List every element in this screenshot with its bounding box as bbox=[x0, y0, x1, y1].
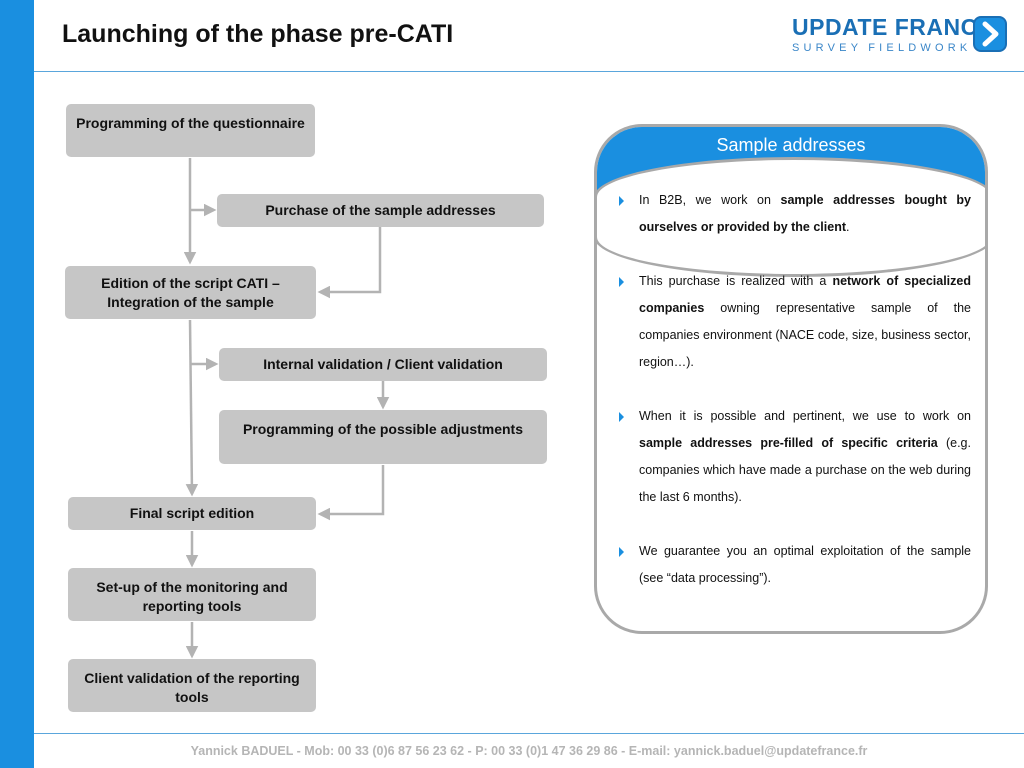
panel-bullet: We guarantee you an optimal exploitation… bbox=[615, 538, 971, 592]
page-title: Launching of the phase pre-CATI bbox=[62, 20, 454, 48]
panel-title: Sample addresses bbox=[716, 135, 866, 155]
logo-sub-word-2: FIELDWORK bbox=[868, 42, 972, 54]
flow-box-validation: Internal validation / Client validation bbox=[219, 348, 547, 381]
logo-sub-word-1: SURVEY bbox=[792, 42, 863, 54]
flow-box-final: Final script edition bbox=[68, 497, 316, 530]
flow-box-programming: Programming of the questionnaire bbox=[66, 104, 315, 157]
bullet-arrow-icon bbox=[619, 547, 624, 557]
flow-box-edition: Edition of the script CATI – Integration… bbox=[65, 266, 316, 319]
panel-bullet: This purchase is realized with a network… bbox=[615, 268, 971, 376]
panel-header-curve bbox=[597, 157, 985, 277]
panel-body: In B2B, we work on sample addresses boug… bbox=[615, 187, 971, 619]
flow-connectors bbox=[183, 158, 390, 659]
bullet-arrow-icon bbox=[619, 196, 624, 206]
logo-main-text: UPDATE FRANCE bbox=[792, 14, 994, 40]
connector-spine-2 bbox=[185, 319, 199, 497]
flow-box-purchase: Purchase of the sample addresses bbox=[217, 194, 544, 227]
left-accent-bar bbox=[0, 0, 34, 768]
flow-box-monitoring: Set-up of the monitoring and reporting t… bbox=[68, 568, 316, 621]
flow-box-adjustments: Programming of the possible adjustments bbox=[219, 410, 547, 464]
panel-bullet: When it is possible and pertinent, we us… bbox=[615, 403, 971, 511]
connector-adjust-to-final bbox=[317, 465, 385, 521]
header-divider bbox=[34, 71, 1024, 72]
sample-addresses-panel: Sample addresses In B2B, we work on samp… bbox=[594, 124, 988, 634]
logo-arrow-icon bbox=[973, 16, 1007, 52]
company-logo: UPDATE FRANCE SURVEY FIELDWORK bbox=[790, 14, 1012, 60]
bullet-arrow-icon bbox=[619, 412, 624, 422]
panel-bullet: In B2B, we work on sample addresses boug… bbox=[615, 187, 971, 241]
logo-sub-text: SURVEY FIELDWORK bbox=[792, 42, 971, 54]
footer-divider bbox=[34, 733, 1024, 734]
bullet-arrow-icon bbox=[619, 277, 624, 287]
flow-box-client-validation: Client validation of the reporting tools bbox=[68, 659, 316, 712]
footer-contact: Yannick BADUEL - Mob: 00 33 (0)6 87 56 2… bbox=[190, 744, 868, 758]
connector-purchase-to-edition bbox=[317, 227, 382, 299]
